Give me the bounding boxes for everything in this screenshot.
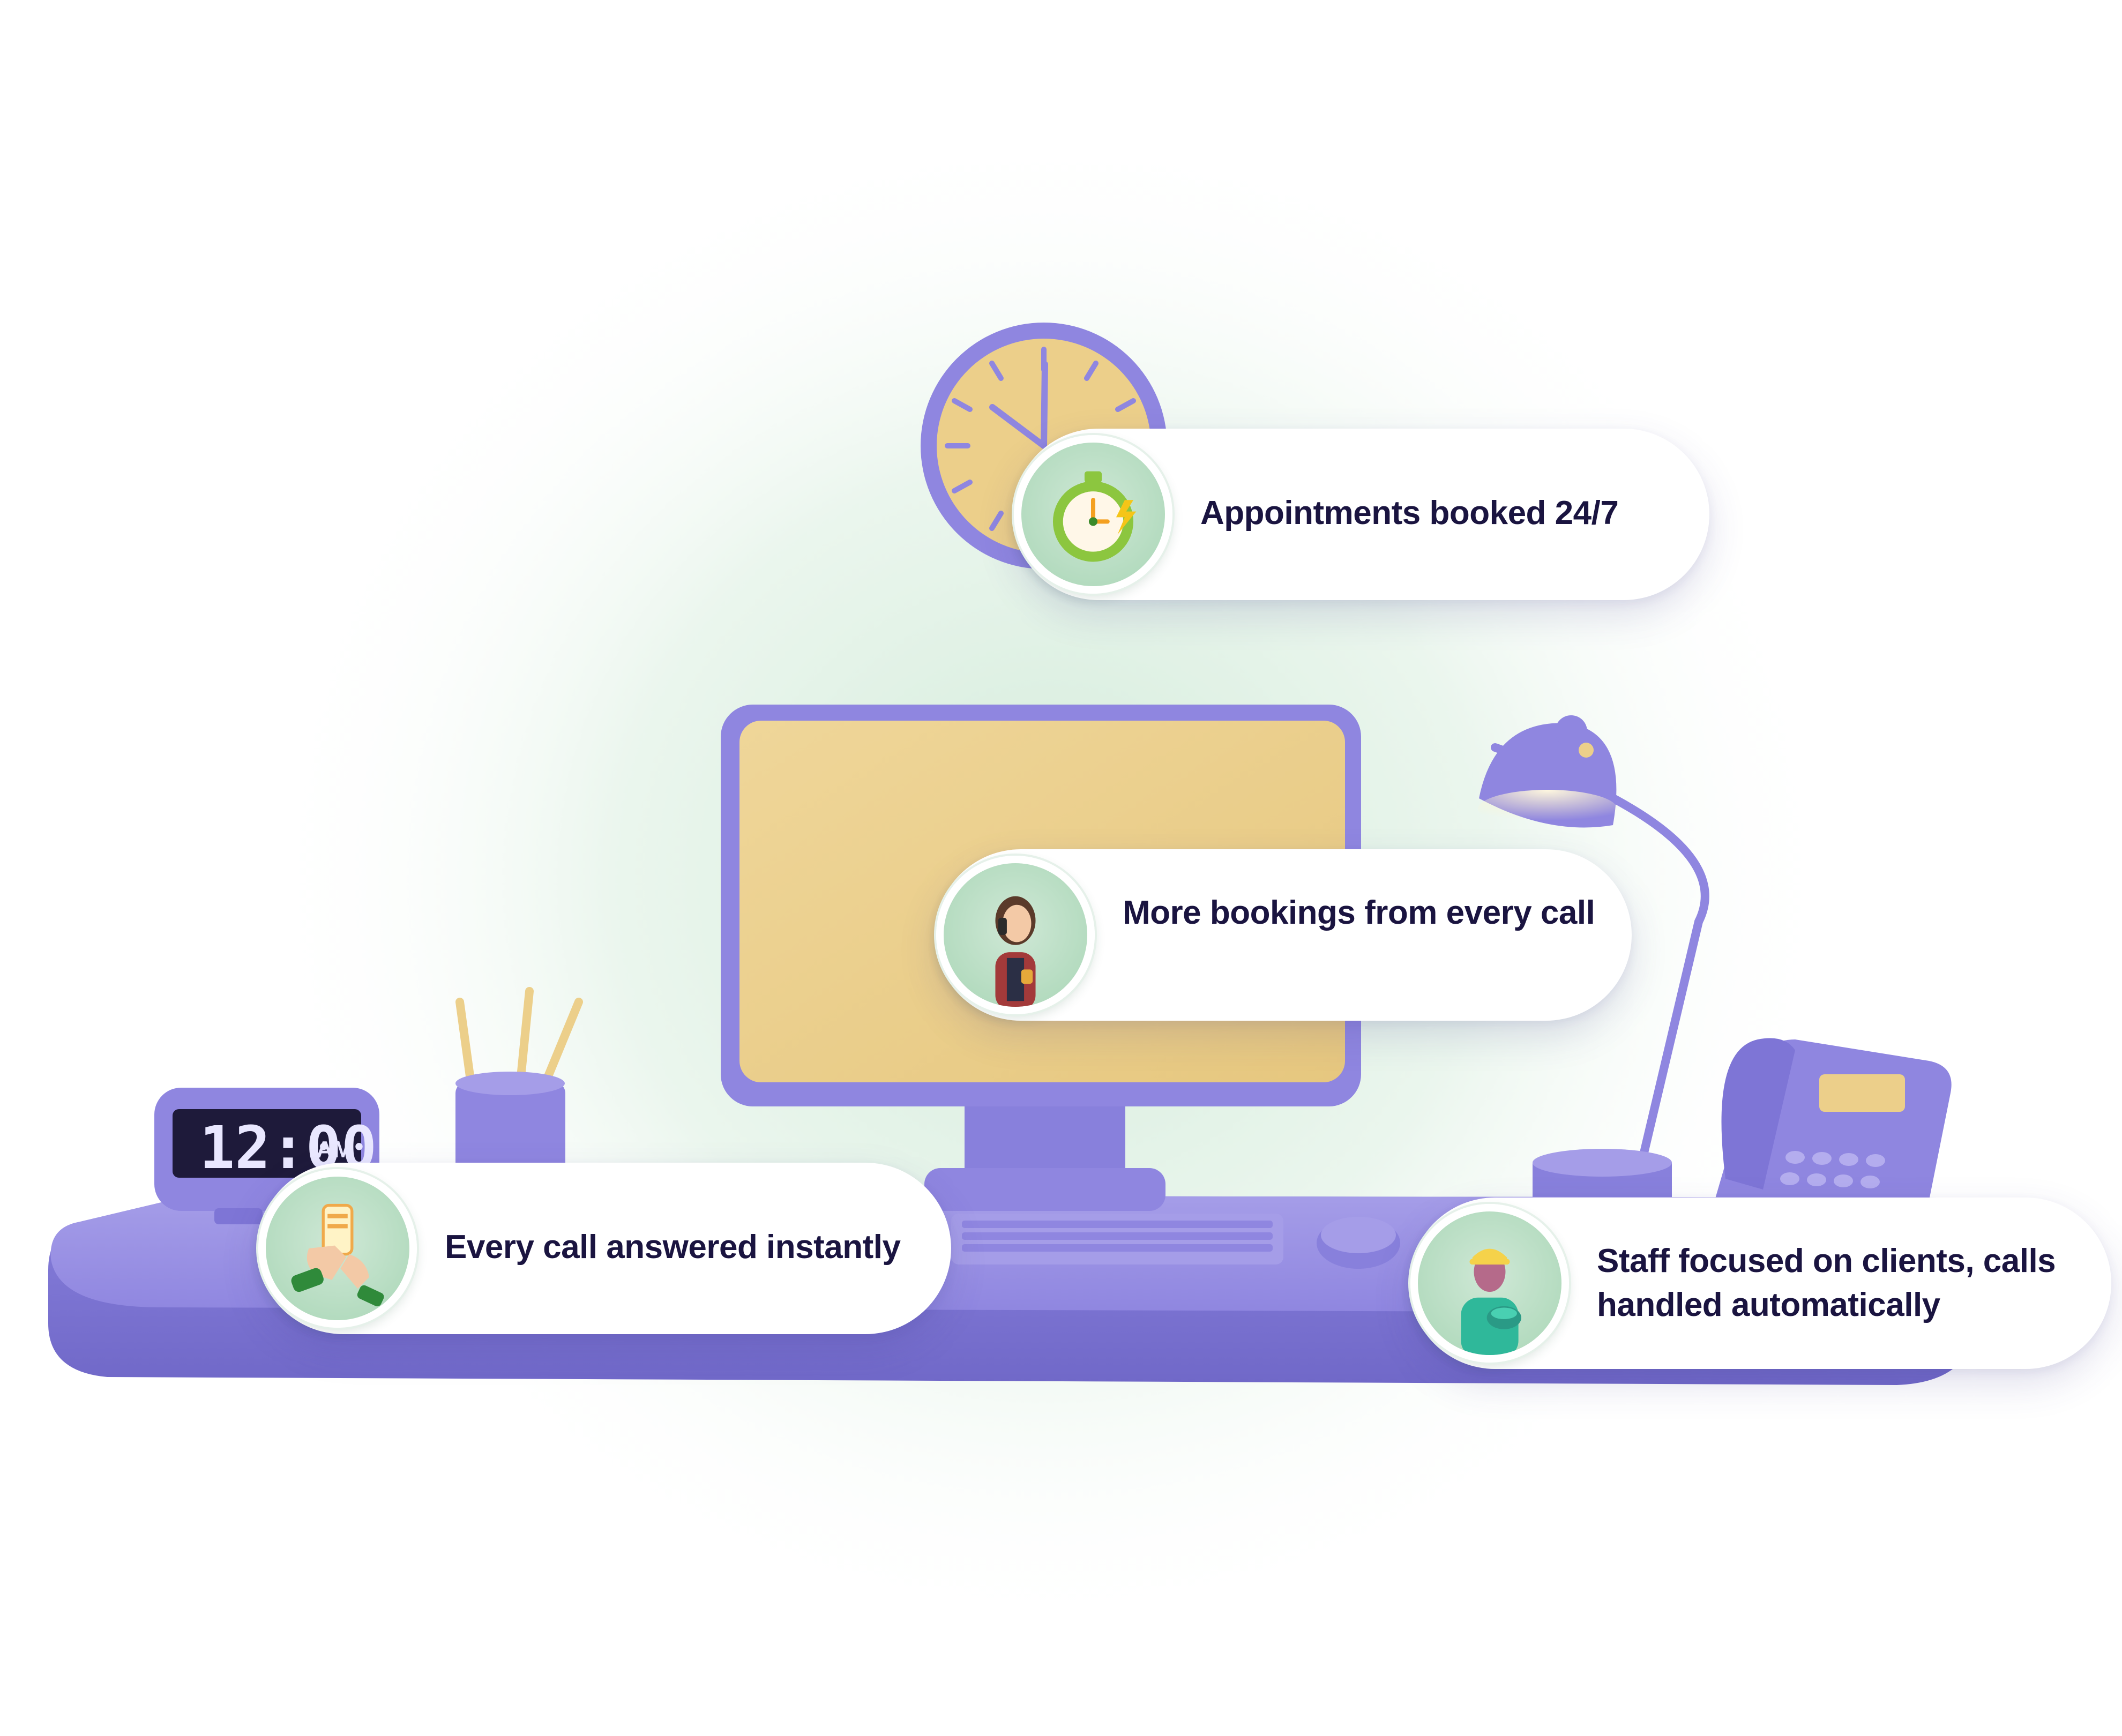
callout-bookings-text: More bookings from every call [1123, 894, 1595, 931]
callout-staff: Staff focused on clients, calls handled … [1409, 1198, 2111, 1369]
callout-answered: Every call answered instantly [257, 1163, 951, 1334]
callout-bookings: More bookings from every call [935, 849, 1632, 1021]
man-with-telephone-icon [1410, 1204, 1569, 1363]
keyboard [951, 1214, 1283, 1264]
desk-lamp [1478, 715, 1709, 1198]
hand-holding-phone-icon [258, 1169, 417, 1328]
computer-mouse [1317, 1217, 1400, 1269]
callout-answered-text: Every call answered instantly [445, 1229, 901, 1266]
desk-telephone [1715, 1038, 1952, 1200]
callout-appointments-text: Appointments booked 24/7 [1200, 495, 1619, 532]
svg-text:AM: AM [316, 1136, 353, 1163]
callout-staff-text: Staff focused on clients, calls handled … [1597, 1243, 2056, 1323]
callout-appointments: Appointments booked 24/7 [1013, 429, 1709, 600]
woman-on-phone-icon [936, 856, 1095, 1014]
stopwatch-icon [1014, 435, 1172, 594]
